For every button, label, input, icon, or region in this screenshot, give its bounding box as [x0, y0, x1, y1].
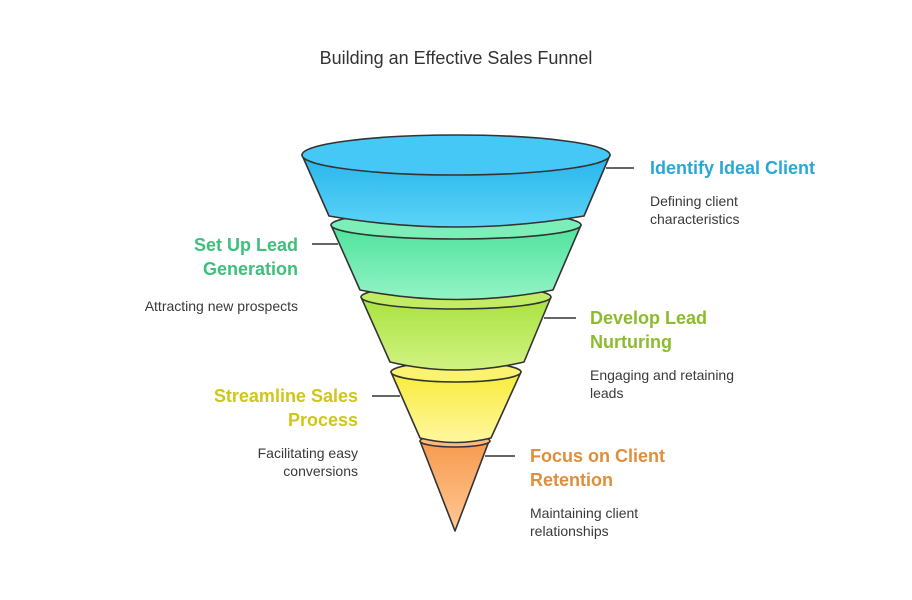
stage-title-line: Process [287, 410, 358, 430]
stage-title-line: Streamline Sales [213, 386, 358, 406]
stage-title-line: Focus on Client [530, 446, 665, 466]
stage-description-line: Engaging and retaining [590, 367, 735, 383]
stage-title-lead-nurturing: Develop Lead Nurturing [590, 306, 707, 354]
stage-description-line: conversions [283, 463, 358, 479]
stage-description-lead-generation: Attracting new prospects [144, 298, 298, 314]
stage-description-line: leads [590, 385, 624, 401]
stage-description-lead-nurturing: Engaging and retaining leads [590, 366, 734, 402]
stage-description-client-retention: Maintaining client relationships [530, 504, 638, 540]
funnel-layer-ideal-client [301, 134, 611, 228]
stage-description-line: Facilitating easy [257, 445, 358, 461]
stage-title-line: Develop Lead [590, 308, 708, 328]
stage-description-line: relationships [530, 523, 609, 539]
stage-title-line: Retention [530, 470, 613, 490]
stage-title-lead-generation: Set Up Lead Generation [194, 233, 298, 281]
stage-description-sales-process: Facilitating easy conversions [258, 444, 358, 480]
stage-description-line: characteristics [650, 211, 740, 227]
stage-title-sales-process: Streamline Sales Process [214, 384, 358, 432]
stage-title-ideal-client: Identify Ideal Client [650, 158, 816, 178]
stage-description-ideal-client: Defining client characteristics [650, 192, 739, 228]
stage-description-line: Defining client [650, 193, 738, 209]
stage-title-line: Generation [202, 259, 298, 279]
stage-title-client-retention: Focus on Client Retention [530, 444, 665, 492]
funnel-layer-sales-process [390, 361, 522, 444]
stage-title-line: Nurturing [590, 332, 672, 352]
stage-title-line: Set Up Lead [193, 235, 298, 255]
diagram-title: Building an Effective Sales Funnel [319, 48, 593, 68]
funnel-layer-client-retention [419, 434, 491, 532]
stage-description-line: Maintaining client [530, 505, 639, 521]
